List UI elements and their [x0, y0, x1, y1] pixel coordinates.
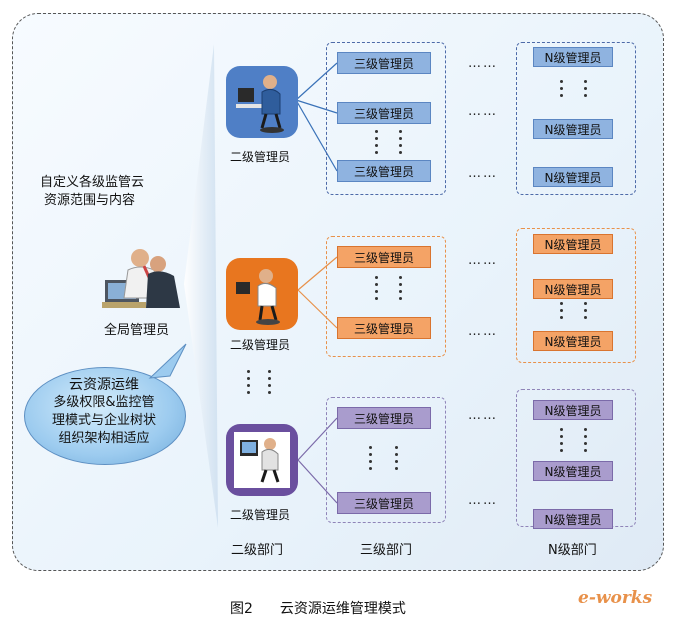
level3-group-purple	[326, 397, 446, 523]
level3-admin-blue-2: 三级管理员	[337, 102, 431, 124]
levelN-admin-blue-1: N级管理员	[533, 47, 613, 67]
column-label-level2: 二级部门	[231, 543, 284, 558]
levelN-admin-orange-3: N级管理员	[533, 331, 613, 351]
level3-admin-blue-1: 三级管理员	[337, 52, 431, 74]
levelN-blue-vdots-a	[560, 80, 564, 101]
bubble-line4: 组织架构相适应	[58, 431, 150, 446]
levelN-admin-blue-3: N级管理员	[533, 167, 613, 187]
bubble-line2: 多级权限&监控管	[53, 395, 155, 410]
level3-purple-vdots-b	[395, 446, 399, 474]
level3-orange-vdots-b	[399, 276, 403, 304]
global-admin-label: 全局管理员	[104, 323, 170, 338]
levelN-admin-blue-2: N级管理员	[533, 119, 613, 139]
level3-admin-purple-1: 三级管理员	[337, 407, 431, 429]
figure-caption: 图2 云资源运维管理模式	[230, 598, 406, 618]
levelN-group-orange	[516, 228, 636, 363]
levelN-blue-vdots-b	[584, 80, 588, 101]
levelN-purple-vdots-b	[584, 428, 588, 456]
level2-admin-blue-label: 二级管理员	[230, 150, 291, 164]
figure-number: 图2	[230, 601, 253, 617]
bubble-tail-icon	[148, 343, 187, 379]
level3-admin-orange-2: 三级管理员	[337, 317, 431, 339]
levelN-admin-purple-1: N级管理员	[533, 400, 613, 420]
worker-icon	[234, 432, 290, 488]
figure-title: 云资源运维管理模式	[279, 601, 406, 617]
level2-admin-orange-avatar	[226, 258, 298, 330]
levelN-admin-purple-3: N级管理员	[533, 509, 613, 529]
levelN-group-blue	[516, 42, 636, 195]
level2-admin-purple-avatar	[226, 424, 298, 496]
ellipsis-orange-2: ……	[468, 324, 498, 339]
bubble-line3: 理模式与企业树状	[51, 413, 156, 428]
worker-icon	[236, 75, 284, 133]
custom-scope-line1: 自定义各级监管云	[40, 175, 145, 190]
eworks-logo: e-works	[578, 588, 653, 608]
levelN-admin-orange-1: N级管理员	[533, 234, 613, 254]
ellipsis-orange-1: ……	[468, 253, 498, 268]
ellipsis-purple-1: ……	[468, 408, 498, 423]
global-admin-icon	[102, 249, 180, 308]
divider-wedge	[184, 44, 218, 528]
level3-group-orange	[326, 236, 446, 357]
bubble-line1: 云资源运维	[69, 377, 139, 393]
ellipsis-blue-1: ……	[468, 56, 498, 71]
level3-admin-blue-3: 三级管理员	[337, 160, 431, 182]
level2-admin-blue-avatar	[226, 66, 298, 138]
level2-vdots-right	[268, 370, 272, 398]
worker-icon	[236, 269, 280, 325]
levelN-orange-vdots-b	[584, 302, 588, 323]
level3-blue-vdots-a	[375, 130, 379, 158]
custom-scope-line2: 资源范围与内容	[44, 193, 136, 208]
level2-vdots-left	[247, 370, 251, 398]
ellipsis-blue-2: ……	[468, 104, 498, 119]
level3-orange-vdots-a	[375, 276, 379, 304]
levelN-purple-vdots-a	[560, 428, 564, 456]
ellipsis-blue-3: ……	[468, 166, 498, 181]
column-label-level3: 三级部门	[360, 543, 413, 558]
level3-blue-vdots-b	[399, 130, 403, 158]
level3-group-blue	[326, 42, 446, 195]
level2-admin-orange-label: 二级管理员	[230, 338, 291, 352]
level2-admin-purple-label: 二级管理员	[230, 508, 291, 522]
level3-admin-purple-2: 三级管理员	[337, 492, 431, 514]
note-bubble	[24, 367, 186, 465]
column-label-levelN: N级部门	[548, 543, 597, 558]
level3-purple-vdots-a	[369, 446, 373, 474]
levelN-admin-orange-2: N级管理员	[533, 279, 613, 299]
levelN-orange-vdots-a	[560, 302, 564, 323]
ellipsis-purple-2: ……	[468, 493, 498, 508]
levelN-admin-purple-2: N级管理员	[533, 461, 613, 481]
level3-admin-orange-1: 三级管理员	[337, 246, 431, 268]
bubble-text: 云资源运维 多级权限&监控管 理模式与企业树状 组织架构相适应	[34, 376, 174, 448]
